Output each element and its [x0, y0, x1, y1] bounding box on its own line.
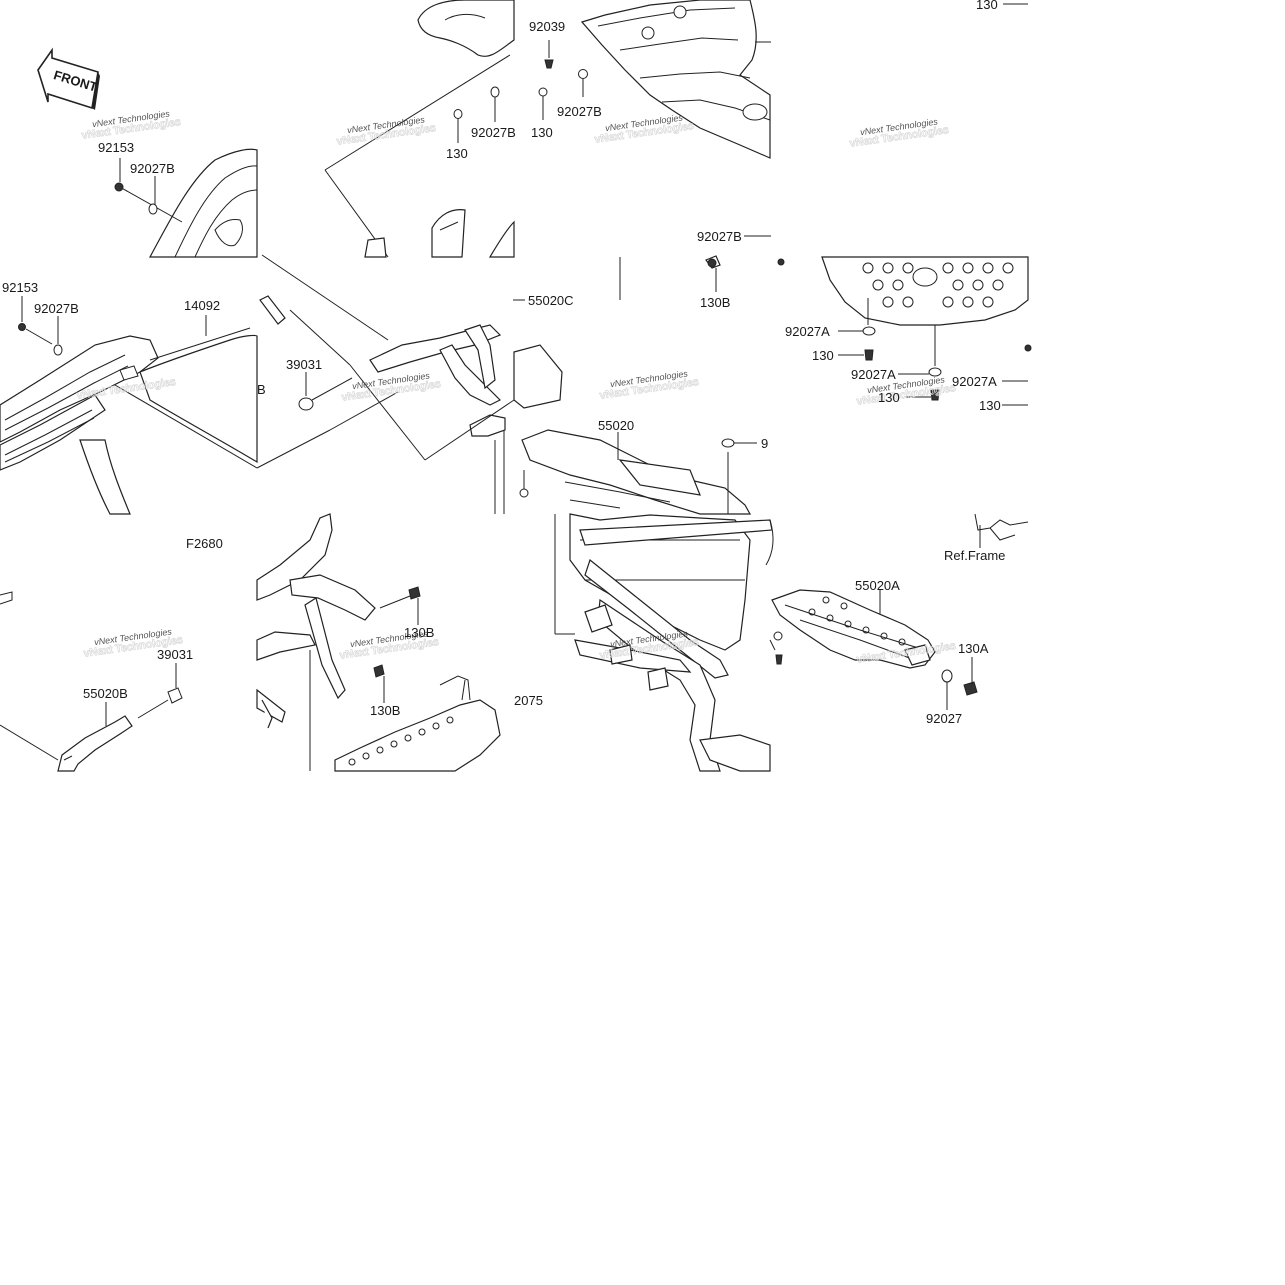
front-bumper-guard-55020C — [256, 254, 525, 514]
hardware-tile6 — [298, 372, 353, 411]
callout-label: 92027B — [130, 161, 175, 176]
callout-label: 92027A — [952, 374, 997, 389]
callout-label: B — [257, 382, 266, 397]
callout-label: 130A — [958, 641, 989, 656]
hardware-tile3 — [538, 40, 588, 120]
hardware-tile5 — [18, 296, 139, 381]
callout-label: 130 — [979, 398, 1001, 413]
front-grille-panel — [0, 315, 258, 515]
callout-label: 2075 — [514, 693, 543, 708]
skid-plate-55020A — [771, 513, 1029, 669]
callout-label: Ref.Frame — [944, 548, 1005, 563]
callout-label: 130 — [446, 146, 468, 161]
front-skid-plate — [580, 0, 771, 159]
hardware-screw-92153-upper — [114, 158, 183, 223]
callout-label: 130B — [370, 703, 400, 718]
callout-label: 9 — [761, 436, 768, 451]
lower-main-frame — [554, 513, 776, 772]
main-frame-55020 — [513, 235, 785, 515]
callout-label: 130 — [878, 390, 900, 405]
hardware-130B-tile7 — [707, 258, 717, 292]
callout-label: 55020B — [83, 686, 128, 701]
callout-label: 130 — [531, 125, 553, 140]
callout-label: 92027B — [557, 104, 602, 119]
callout-label: 92039 — [529, 19, 565, 34]
callout-label: 130B — [404, 625, 434, 640]
rear-bumper-55020B — [0, 591, 183, 772]
hardware-tile2 — [453, 86, 500, 143]
callout-label: 130B — [700, 295, 730, 310]
callout-label: F2680 — [186, 536, 223, 551]
front-panel-upper-left — [148, 148, 258, 258]
callout-labels: 130 92039 92027B 130 92027B 130 92153 92… — [2, 0, 1005, 726]
callout-label: 55020C — [528, 293, 574, 308]
callout-label: 92027A — [851, 367, 896, 382]
callout-label: 92027A — [785, 324, 830, 339]
hardware-tile8 — [838, 326, 1032, 406]
callout-label: 14092 — [184, 298, 220, 313]
callout-label: 39031 — [157, 647, 193, 662]
rear-fender-upper — [324, 0, 515, 258]
bracket-lower-tile2 — [364, 209, 515, 258]
hardware-tile12 — [773, 631, 978, 710]
callout-label: 130 — [812, 348, 834, 363]
callout-label: 92027B — [471, 125, 516, 140]
hardware-130B-tile10 — [373, 586, 421, 703]
callout-label: 92153 — [98, 140, 134, 155]
callout-label: 92027 — [926, 711, 962, 726]
callout-label: 92027B — [34, 301, 79, 316]
callout-label: 55020 — [598, 418, 634, 433]
rear-skid-plate — [821, 256, 1029, 366]
callout-label: 92153 — [2, 280, 38, 295]
callout-label: 55020A — [855, 578, 900, 593]
callout-label: 92027B — [697, 229, 742, 244]
rear-frame-section — [256, 513, 501, 772]
callout-label: 130 — [976, 0, 998, 12]
callout-label: 39031 — [286, 357, 322, 372]
front-direction-arrow: FRONT — [37, 47, 100, 110]
